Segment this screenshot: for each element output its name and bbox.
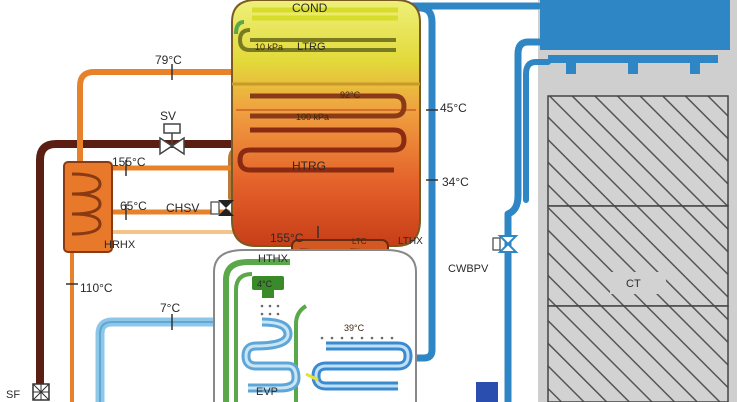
label-evp: EVP <box>256 386 278 398</box>
cooling-water-piping <box>388 2 552 402</box>
cooling-tower <box>538 0 737 402</box>
label-temp-79: 79°C <box>155 53 182 67</box>
sensor-ticks <box>66 64 438 330</box>
label-cwbpv: CWBPV <box>448 263 489 275</box>
hrhx-exchanger <box>63 161 113 253</box>
label-temp-7: 7°C <box>160 301 180 315</box>
chsv-valve <box>210 200 234 216</box>
cwbpv-valve <box>492 235 519 253</box>
spray-nozzles <box>566 62 700 74</box>
label-sv: SV <box>160 109 176 123</box>
labels: COND 10 kPa LTRG 79°C SV 92°C 100 kPa 45… <box>6 1 641 401</box>
label-sf: SF <box>6 389 20 401</box>
label-temp-39: 39°C <box>344 323 365 333</box>
label-temp-155-top: 155°C <box>112 155 146 169</box>
evaporator-absorber-shell <box>213 249 417 402</box>
label-temp-155-mid: 155°C <box>270 231 304 245</box>
tower-basin <box>540 0 730 50</box>
generator-shell <box>231 0 421 247</box>
label-ltrg-pressure: 10 kPa <box>255 42 283 52</box>
label-temp-4: 4°C <box>257 279 273 289</box>
label-temp-110: 110°C <box>80 281 113 295</box>
label-hrhx: HRHX <box>104 239 136 251</box>
label-temp-92: 92°C <box>340 90 361 100</box>
sv-valve <box>159 123 185 156</box>
label-lthx: LTHX <box>398 236 423 247</box>
label-hthx: HTHX <box>258 253 289 265</box>
label-chsv: CHSV <box>166 201 199 215</box>
sf-filter <box>32 383 50 401</box>
label-htrg: HTRG <box>292 159 326 173</box>
label-temp-65: 65°C <box>120 199 147 213</box>
label-ltc: LTC <box>352 237 367 246</box>
label-cond: COND <box>292 1 328 15</box>
label-temp-34: 34°C <box>442 175 469 189</box>
pump-block <box>476 382 498 402</box>
label-htrg-pressure: 100 kPa <box>296 112 329 122</box>
valves <box>32 64 519 402</box>
fill-pack-upper <box>547 95 729 207</box>
label-ltrg: LTRG <box>297 41 326 53</box>
label-temp-45: 45°C <box>440 101 467 115</box>
label-ct: CT <box>626 278 641 290</box>
fill-pack-lower <box>547 305 729 402</box>
chilled-water-piping <box>95 317 267 402</box>
